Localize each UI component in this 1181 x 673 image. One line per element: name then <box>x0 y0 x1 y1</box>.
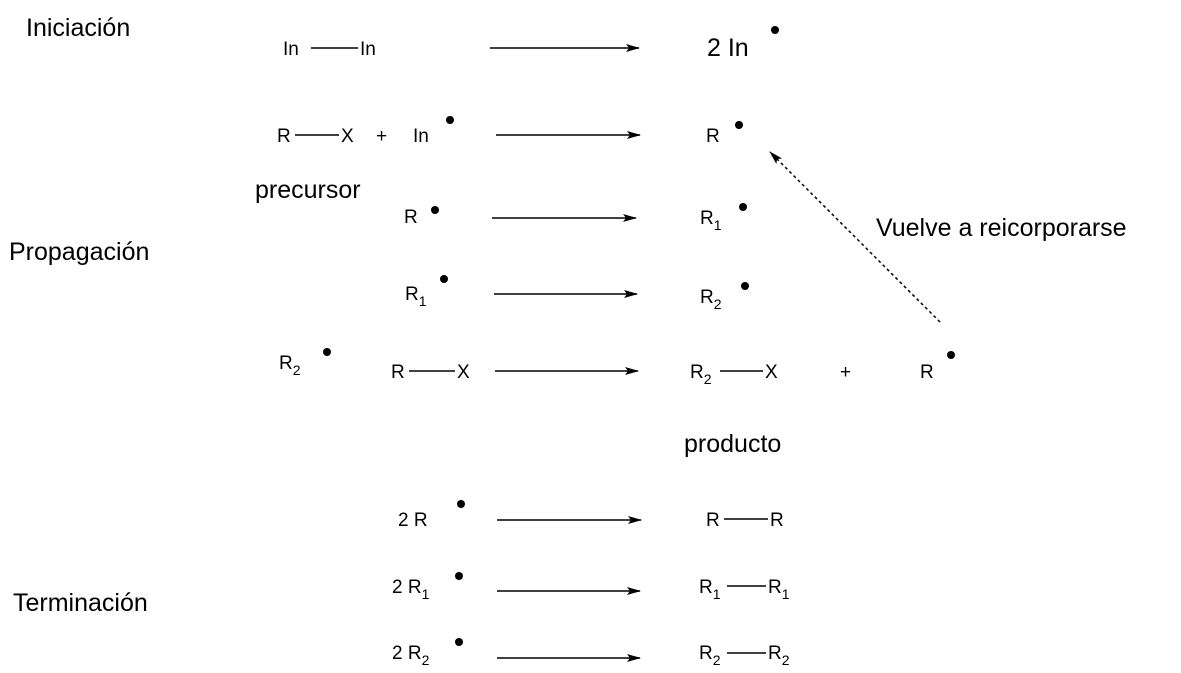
species-r1: R1 <box>405 284 427 309</box>
stage-label-termination: Terminación <box>13 589 148 617</box>
species-x: X <box>341 126 354 147</box>
species-r1: R1 <box>699 577 721 602</box>
radical-dot <box>741 282 749 290</box>
species-r: R <box>404 207 418 228</box>
species-r2: R2 <box>699 643 721 668</box>
radical-dot <box>947 351 955 359</box>
species-r2: R2 <box>768 643 790 668</box>
species-r: R <box>706 510 720 531</box>
species-r1: R1 <box>768 577 790 602</box>
species-in-right: In <box>360 39 376 60</box>
species-r: R <box>706 126 720 147</box>
reaction-propagation-2: R R1 <box>404 203 747 233</box>
species-r1: R1 <box>700 208 722 233</box>
recycle-arrow <box>769 151 941 323</box>
species-x: X <box>765 362 778 383</box>
species-in: In <box>413 126 429 147</box>
plus-sign: + <box>840 362 851 383</box>
species-r: R <box>391 362 405 383</box>
label-producto: producto <box>684 430 781 458</box>
reaction-propagation-1: R X + In R <box>277 116 743 147</box>
radical-dot <box>735 121 743 129</box>
radical-dot <box>323 348 331 356</box>
reaction-initiation: In In 2 In <box>283 26 779 62</box>
species-r: R <box>277 126 291 147</box>
radical-dot <box>446 116 454 124</box>
species-r: R <box>770 510 784 531</box>
species-r2: R2 <box>700 287 722 312</box>
reaction-termination-3: 2 R2 R2 R2 <box>392 638 790 668</box>
stage-label-initiation: Iniciación <box>26 14 130 42</box>
radical-dot <box>440 275 448 283</box>
species-r2: R2 <box>690 362 712 387</box>
reaction-termination-1: 2 R R R <box>398 500 784 531</box>
plus-sign: + <box>376 126 387 147</box>
stage-label-propagation: Propagación <box>9 238 149 266</box>
species-two-r1: 2 R1 <box>392 577 430 602</box>
radical-dot <box>457 500 465 508</box>
species-two-in: 2 In <box>707 34 749 62</box>
radical-dot <box>771 26 779 34</box>
reaction-propagation-4: R2 R X R2 X + R <box>279 348 955 387</box>
species-two-r2: 2 R2 <box>392 643 430 668</box>
label-precursor: precursor <box>255 176 361 204</box>
reaction-propagation-3: R1 R2 <box>405 275 749 312</box>
species-two-r: 2 R <box>398 510 428 531</box>
species-in-left: In <box>283 39 299 60</box>
species-x: X <box>457 362 470 383</box>
radical-dot <box>431 206 439 214</box>
reaction-termination-2: 2 R1 R1 R1 <box>392 572 790 602</box>
radical-dot <box>455 638 463 646</box>
species-r2: R2 <box>279 353 301 378</box>
species-r: R <box>920 362 934 383</box>
label-recycle: Vuelve a reicorporarse <box>876 214 1127 242</box>
radical-dot <box>739 203 747 211</box>
radical-dot <box>455 572 463 580</box>
